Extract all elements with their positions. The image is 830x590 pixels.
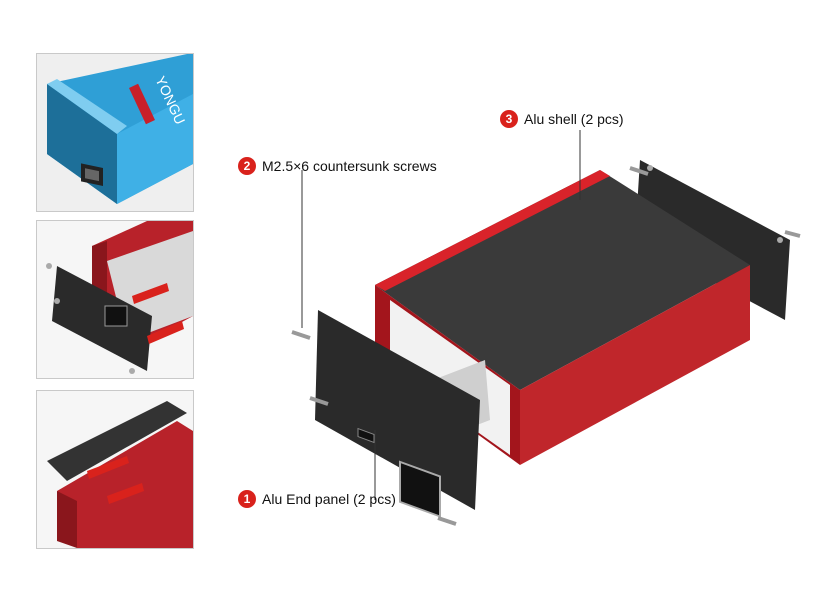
callout-number-badge: 3 bbox=[500, 110, 518, 128]
callout-label: Alu End panel (2 pcs) bbox=[262, 491, 396, 507]
front-end-panel bbox=[315, 310, 480, 510]
callout-label: Alu shell (2 pcs) bbox=[524, 111, 624, 127]
thumbnail-remove-end-panel[interactable] bbox=[36, 220, 194, 379]
callout-countersunk-screws: 2 M2.5×6 countersunk screws bbox=[238, 157, 437, 175]
thumbnail-slide-shell[interactable] bbox=[36, 390, 194, 549]
countersunk-screws bbox=[291, 166, 801, 526]
callout-number-badge: 1 bbox=[238, 490, 256, 508]
alu-shell-top bbox=[375, 170, 750, 390]
exploded-view-illustration bbox=[291, 130, 801, 526]
callout-alu-end-panel: 1 Alu End panel (2 pcs) bbox=[238, 490, 396, 508]
back-end-panel bbox=[635, 160, 790, 320]
callout-alu-shell: 3 Alu shell (2 pcs) bbox=[500, 110, 624, 128]
callout-label: M2.5×6 countersunk screws bbox=[262, 158, 437, 174]
callout-number-badge: 2 bbox=[238, 157, 256, 175]
thumbnail-assembled-blue[interactable]: YONGU bbox=[36, 53, 194, 212]
